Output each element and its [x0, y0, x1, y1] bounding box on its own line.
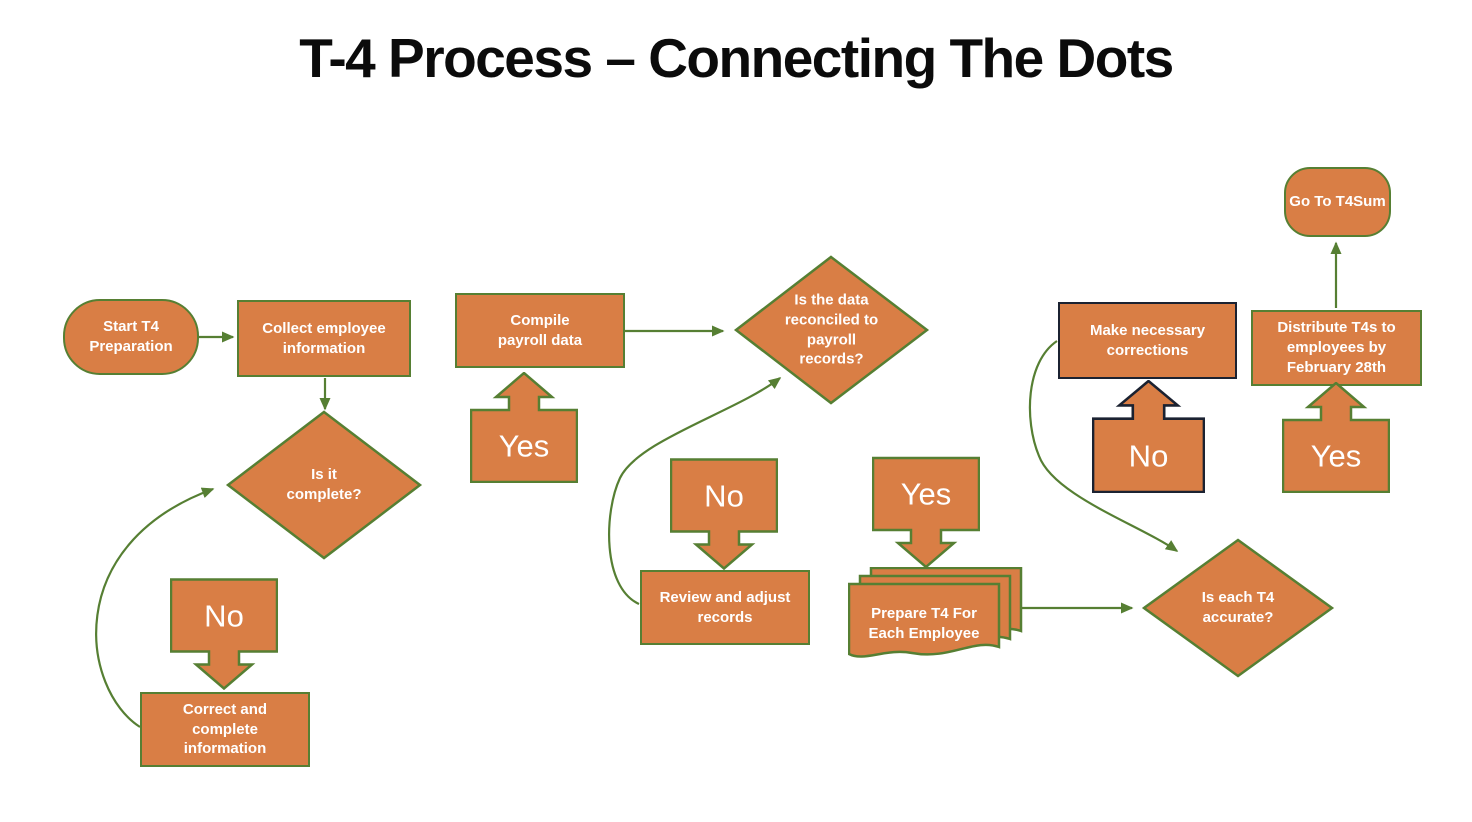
page-title: T-4 Process – Connecting The Dots	[299, 27, 1174, 89]
node-no-arrow-1[interactable]: No	[170, 578, 278, 690]
node-yes-arrow-3[interactable]: Yes	[1282, 382, 1390, 493]
node-start-t4-preparation[interactable]: Start T4 Preparation	[63, 299, 199, 375]
down-arrow-shape	[670, 458, 778, 570]
up-arrow-shape	[1092, 380, 1205, 493]
up-arrow-shape	[470, 372, 578, 483]
node-yes-arrow-2[interactable]: Yes	[872, 456, 980, 569]
node-label: Make necessary corrections	[1089, 321, 1206, 359]
node-make-necessary-corrections[interactable]: Make necessary corrections	[1058, 302, 1237, 379]
node-no-arrow-3[interactable]: No	[1092, 380, 1205, 493]
node-label: Review and adjust records	[659, 588, 791, 626]
down-arrow-shape	[170, 578, 278, 690]
node-label: Correct and complete information	[182, 700, 268, 758]
diamond-shape	[1141, 538, 1335, 678]
diamond-shape	[225, 410, 423, 560]
node-no-arrow-2[interactable]: No	[670, 458, 778, 570]
up-arrow-shape	[1282, 382, 1390, 493]
node-yes-arrow-1[interactable]: Yes	[470, 372, 578, 483]
node-label: Distribute T4s to employees by February …	[1277, 319, 1396, 376]
node-is-it-complete[interactable]: Is it complete?	[225, 410, 423, 560]
node-collect-employee-information[interactable]: Collect employee information	[237, 300, 411, 377]
node-label: Compile payroll data	[497, 311, 583, 349]
node-is-each-t4-accurate[interactable]: Is each T4 accurate?	[1141, 538, 1335, 678]
node-compile-payroll-data[interactable]: Compile payroll data	[455, 293, 625, 368]
node-prepare-t4-for-each-employee[interactable]: Prepare T4 For Each Employee	[848, 567, 1024, 667]
node-distribute-t4s[interactable]: Distribute T4s to employees by February …	[1251, 310, 1422, 386]
down-arrow-shape	[872, 456, 980, 569]
diamond-shape	[733, 255, 930, 405]
node-go-to-t4sum[interactable]: Go To T4Sum	[1284, 167, 1391, 237]
node-review-and-adjust-records[interactable]: Review and adjust records	[640, 570, 810, 645]
node-label: Go To T4Sum	[1289, 193, 1386, 211]
node-is-data-reconciled[interactable]: Is the data reconciled to payroll record…	[733, 255, 930, 405]
node-correct-and-complete-information[interactable]: Correct and complete information	[140, 692, 310, 767]
multi-document-shape	[848, 567, 1023, 658]
node-label: Collect employee information	[262, 319, 386, 357]
node-label: Start T4 Preparation	[89, 318, 173, 355]
